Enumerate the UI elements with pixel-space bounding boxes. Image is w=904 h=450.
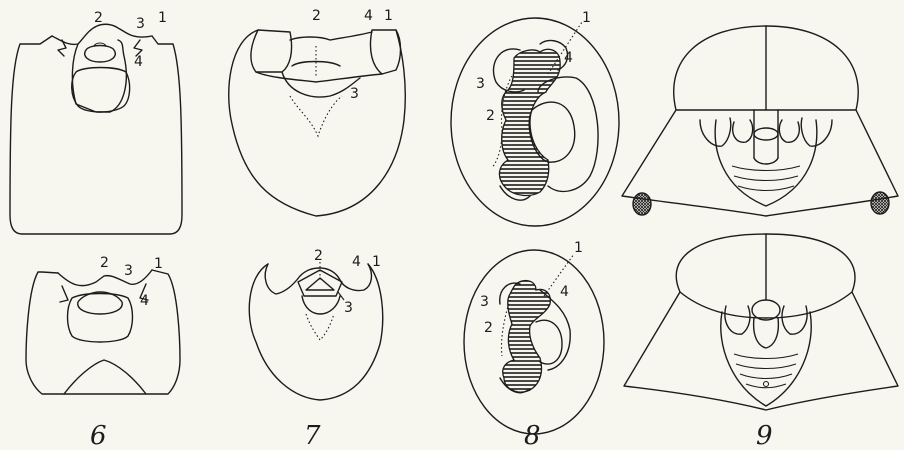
figure-7-lower-label-1: 1 — [372, 254, 381, 270]
figure-7: 2 4 1 3 2 4 1 3 7 — [229, 8, 406, 450]
figure-7-upper-drawing — [229, 30, 406, 216]
figure-8-upper-label-3: 3 — [476, 76, 485, 92]
figure-8-lower-label-3: 3 — [480, 294, 489, 310]
figure-7-upper-label-1: 1 — [384, 8, 393, 24]
figure-7-lower-label-4: 4 — [352, 254, 361, 270]
figure-6-lower-label-2: 2 — [100, 255, 109, 271]
figure-8: 1 4 3 2 1 4 3 2 8 — [451, 10, 619, 450]
figure-6-upper-label-4: 4 — [134, 54, 143, 70]
figure-9-upper-drawing — [622, 26, 898, 216]
figure-7-upper-label-3: 3 — [350, 86, 359, 102]
figure-6-lower-label-3: 3 — [124, 263, 133, 279]
figure-8-upper-drawing — [451, 18, 619, 226]
figure-8-lower-label-2: 2 — [484, 320, 493, 336]
figure-6-upper-label-1: 1 — [158, 10, 167, 26]
figure-8-lower-drawing — [464, 250, 604, 434]
figure-9-lower-drawing — [624, 234, 898, 410]
figure-9-left-spot — [633, 193, 651, 215]
figure-9: 9 — [622, 26, 898, 450]
figure-6-upper-drawing — [10, 24, 182, 234]
figure-7-upper-label-4: 4 — [364, 8, 373, 24]
figure-6-lower-label-4: 4 — [140, 293, 149, 309]
figure-7-upper-label-2: 2 — [312, 8, 321, 24]
figure-8-lower-label-4: 4 — [560, 284, 569, 300]
figure-9-right-spot — [871, 192, 889, 214]
figure-7-lower-label-2: 2 — [314, 248, 323, 264]
figure-8-upper-label-4: 4 — [564, 50, 573, 66]
figure-6-upper-label-2: 2 — [94, 10, 103, 26]
figure-6-lower-drawing — [26, 270, 180, 394]
figure-8-upper-label-2: 2 — [486, 108, 495, 124]
figure-7-lower-label-3: 3 — [344, 300, 353, 316]
figure-8-upper-label-1: 1 — [582, 10, 591, 26]
figure-7-number: 7 — [304, 421, 321, 450]
figure-6: 2 3 1 4 2 3 1 4 6 — [10, 10, 182, 450]
figure-8-number: 8 — [524, 421, 541, 450]
figure-6-lower-label-1: 1 — [154, 256, 163, 272]
figure-9-number: 9 — [756, 421, 773, 450]
figure-7-lower-drawing — [249, 262, 382, 400]
figure-6-number: 6 — [90, 421, 107, 450]
figure-6-upper-label-3: 3 — [136, 16, 145, 32]
figure-8-lower-label-1: 1 — [574, 240, 583, 256]
